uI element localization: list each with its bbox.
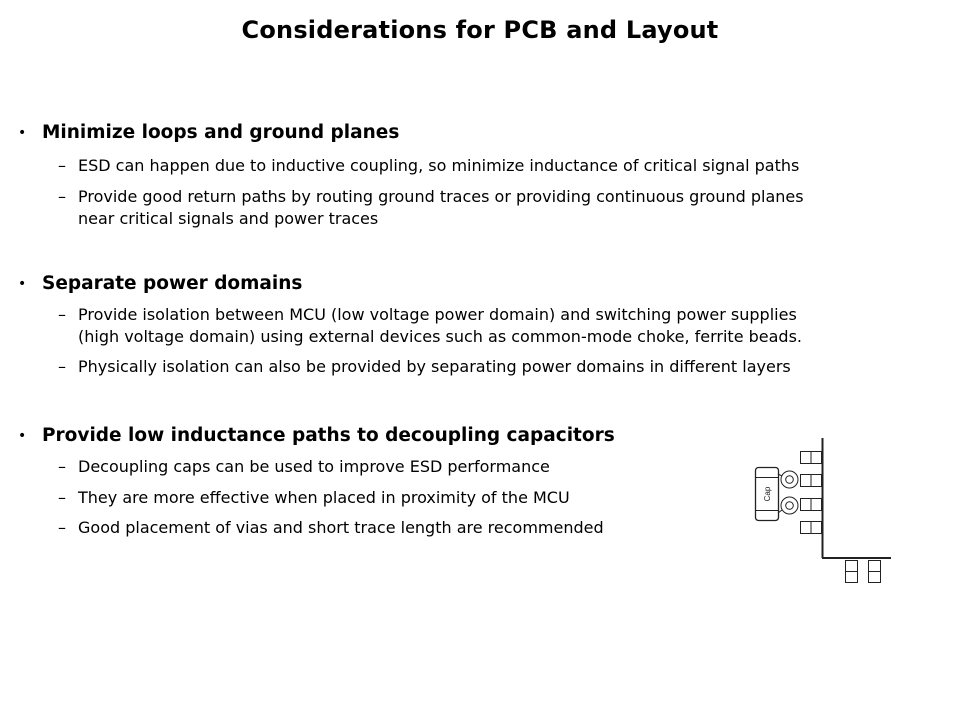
dash-icon: – xyxy=(58,156,66,175)
bullet-icon: • xyxy=(18,276,27,292)
sub-bullet-text: (high voltage domain) using external dev… xyxy=(78,327,802,346)
sub-bullet-text: Decoupling caps can be used to improve E… xyxy=(78,457,550,476)
capacitor-icon xyxy=(754,466,780,522)
dash-icon: – xyxy=(58,187,66,206)
sub-bullet-text: They are more effective when placed in p… xyxy=(78,488,570,507)
bullet-icon: • xyxy=(18,428,27,444)
sub-bullet-text: ESD can happen due to inductive coupling… xyxy=(78,156,800,175)
pad-icon xyxy=(800,451,822,464)
dash-icon: – xyxy=(58,357,66,376)
via-icon xyxy=(780,470,799,489)
sub-bullet-text: Provide isolation between MCU (low volta… xyxy=(78,305,797,324)
section-heading: Minimize loops and ground planes xyxy=(42,122,400,143)
section-heading: Provide low inductance paths to decoupli… xyxy=(42,425,615,446)
dash-icon: – xyxy=(58,457,66,476)
dash-icon: – xyxy=(58,518,66,537)
via-icon xyxy=(780,496,799,515)
sub-bullet-text: Provide good return paths by routing gro… xyxy=(78,187,804,206)
section-heading: Separate power domains xyxy=(42,273,303,294)
bullet-icon: • xyxy=(18,125,27,141)
sub-bullet-text: Physically isolation can also be provide… xyxy=(78,357,791,376)
dash-icon: – xyxy=(58,305,66,324)
pad-icon xyxy=(800,474,822,487)
pad-icon xyxy=(845,560,858,583)
pad-icon xyxy=(800,498,822,511)
sub-bullet-text: near critical signals and power traces xyxy=(78,209,379,228)
slide-title: Considerations for PCB and Layout xyxy=(241,16,719,44)
pad-icon xyxy=(868,560,881,583)
dash-icon: – xyxy=(58,488,66,507)
pcb-decoupling-diagram: Cap xyxy=(740,430,910,590)
sub-bullet-text: Good placement of vias and short trace l… xyxy=(78,518,604,537)
pcb-diagram-svg: Cap xyxy=(754,438,891,583)
pad-icon xyxy=(800,521,822,534)
cap-label: Cap xyxy=(763,486,772,501)
